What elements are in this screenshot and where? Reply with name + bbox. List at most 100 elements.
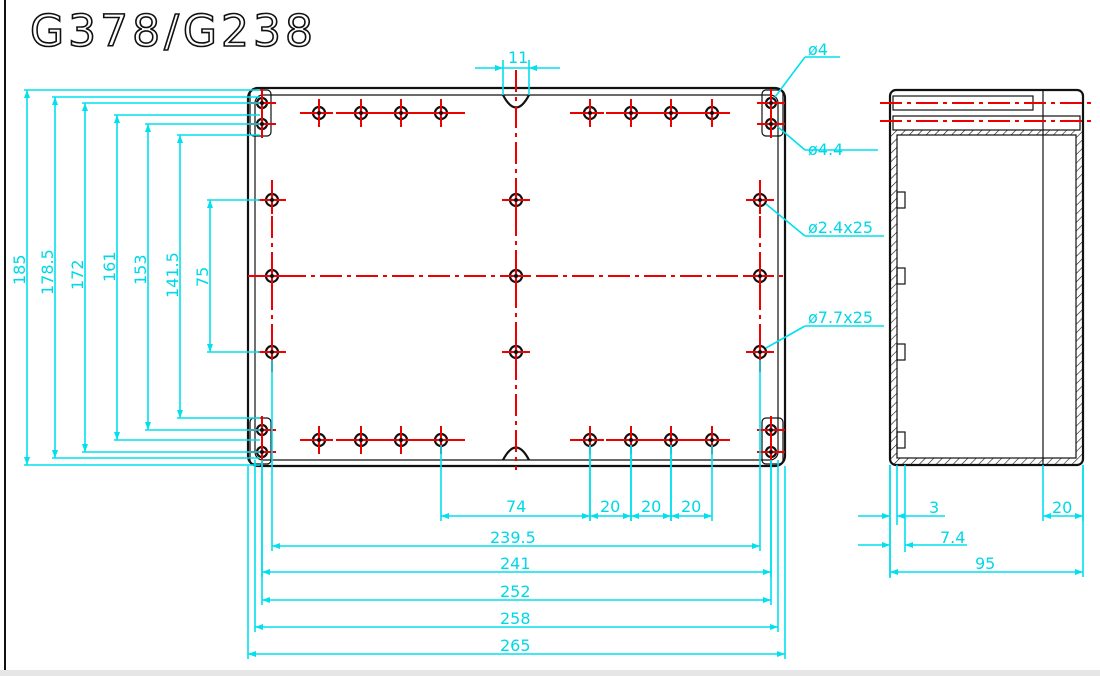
arrowhead: [882, 513, 890, 519]
side-view-slot: [892, 115, 1081, 131]
hole-center: [317, 111, 321, 115]
side-view-inner: [896, 134, 1077, 459]
hole-center: [359, 438, 363, 442]
hdim-265: 265: [500, 636, 531, 655]
corner-pocket: [761, 417, 784, 465]
arrowhead: [272, 543, 280, 549]
hole-center: [710, 111, 714, 115]
callout-large-hole: ø7.7x25: [808, 308, 873, 327]
hole-center: [758, 198, 762, 202]
arrowhead: [145, 124, 151, 132]
callout-small-hole: ø2.4x25: [808, 218, 873, 237]
side-rib: [896, 267, 906, 285]
hole-center: [758, 274, 762, 278]
hole-center: [769, 101, 773, 105]
hole-center: [439, 111, 443, 115]
hole-center: [514, 350, 518, 354]
hdim-252: 252: [500, 582, 531, 601]
wall-hatch: [1076, 130, 1083, 465]
arrowhead: [441, 513, 449, 519]
arrowhead: [177, 135, 183, 143]
wall-hatch: [897, 458, 1076, 465]
side-dim-depth: 95: [975, 554, 995, 573]
arrowhead: [114, 115, 120, 123]
hole-center: [260, 450, 264, 454]
vdim-185: 185: [10, 254, 29, 285]
wall-hatch: [897, 130, 1076, 135]
arrowhead: [1043, 513, 1051, 519]
vdim-141-5: 141.5: [163, 252, 182, 298]
hdim-20-c: 20: [681, 497, 701, 516]
vdim-153: 153: [131, 254, 150, 285]
hole-center: [270, 274, 274, 278]
hole-center: [270, 350, 274, 354]
hole-center: [758, 350, 762, 354]
arrowhead: [890, 569, 898, 575]
hole-center: [260, 122, 264, 126]
arrowhead: [623, 513, 631, 519]
hole-center: [439, 438, 443, 442]
arrowhead: [207, 200, 213, 208]
arrowhead: [248, 651, 256, 657]
side-dim-wall: 3: [929, 498, 939, 517]
arrowhead: [770, 624, 778, 630]
hole-center: [629, 111, 633, 115]
vdim-178-5: 178.5: [38, 249, 57, 295]
leader: [777, 126, 806, 151]
hole-center: [514, 198, 518, 202]
corner-pocket: [249, 89, 272, 137]
arrowhead: [262, 569, 270, 575]
arrowhead: [52, 97, 58, 105]
side-dim-lid: 20: [1052, 498, 1072, 517]
hdim-258: 258: [500, 609, 531, 628]
arrowhead: [663, 513, 671, 519]
hdim-241: 241: [500, 554, 531, 573]
hole-center: [769, 428, 773, 432]
vdim-172: 172: [68, 259, 87, 290]
callout-corner-hole: ø4: [808, 40, 828, 59]
callout-corner-hole-2: ø4.4: [808, 140, 843, 159]
hole-center: [769, 450, 773, 454]
arrowhead: [763, 569, 771, 575]
arrowhead: [24, 457, 30, 465]
hole-center: [588, 438, 592, 442]
arrowhead: [262, 597, 270, 603]
arrowhead: [114, 432, 120, 440]
hole-center: [710, 438, 714, 442]
arrowhead: [763, 597, 771, 603]
arrowhead: [590, 513, 598, 519]
arrowhead: [145, 422, 151, 430]
arrowhead: [752, 543, 760, 549]
leader: [765, 325, 806, 349]
hdim-20-b: 20: [641, 497, 661, 516]
side-rib: [896, 431, 906, 449]
enclosure-geometry: [246, 70, 1095, 470]
arrowhead: [207, 344, 213, 352]
hole-center: [260, 101, 264, 105]
arrowhead: [897, 513, 905, 519]
arrowhead: [495, 65, 503, 71]
arrowhead: [777, 651, 785, 657]
hdim-20-a: 20: [600, 497, 620, 516]
hole-center: [317, 438, 321, 442]
leader: [774, 56, 806, 98]
vdim-75: 75: [193, 267, 212, 287]
arrowhead: [1075, 569, 1083, 575]
arrowhead: [529, 65, 537, 71]
arrowhead: [882, 542, 890, 548]
hole-center: [669, 111, 673, 115]
side-dim-offset: 7.4: [940, 528, 965, 547]
arrowhead: [671, 513, 679, 519]
hole-center: [270, 198, 274, 202]
hole-center: [359, 111, 363, 115]
hole-center: [514, 274, 518, 278]
hdim-239-5: 239.5: [490, 528, 536, 547]
hole-center: [588, 111, 592, 115]
hdim-74: 74: [506, 497, 526, 516]
side-rib: [896, 191, 906, 209]
horizontal-scrollbar[interactable]: [0, 670, 1100, 676]
top-notch: [502, 94, 530, 109]
wall-hatch: [890, 130, 897, 465]
callout-top-width: 11: [508, 48, 528, 67]
